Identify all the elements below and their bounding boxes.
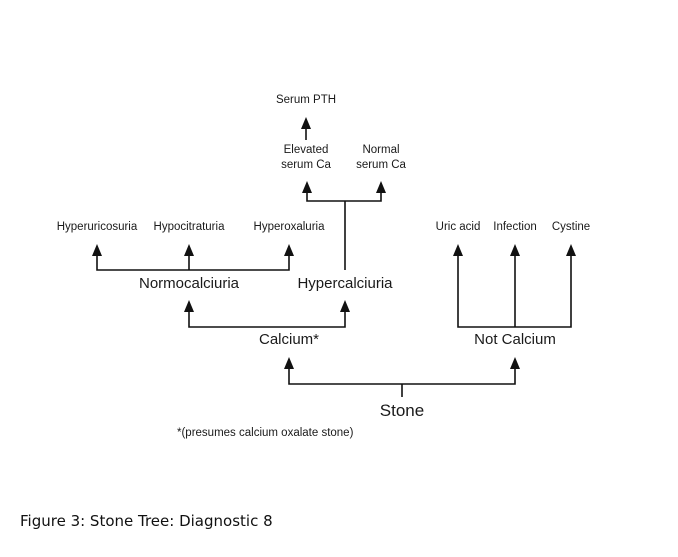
node-elevated-serum-ca-line1: Elevated — [283, 144, 329, 156]
node-cystine: Cystine — [551, 221, 591, 233]
edge-normocalciuria-branch — [92, 244, 294, 271]
node-infection: Infection — [493, 221, 537, 233]
node-elevated-serum-ca-line2: serum Ca — [281, 159, 331, 171]
node-normal-serum-ca: Normal serum Ca — [356, 143, 406, 173]
node-hypercalciuria: Hypercalciuria — [297, 275, 393, 292]
edge-calcium-branch — [184, 300, 350, 328]
node-not-calcium: Not Calcium — [474, 331, 556, 348]
node-hyperuricosuria: Hyperuricosuria — [56, 221, 138, 233]
edge-hypercalciuria-branch — [302, 181, 386, 270]
node-normal-serum-ca-line2: serum Ca — [356, 159, 406, 171]
node-hyperoxaluria: Hyperoxaluria — [253, 221, 325, 233]
node-serum-pth: Serum PTH — [275, 94, 337, 106]
footnote: *(presumes calcium oxalate stone) — [177, 427, 354, 439]
edge-stone-branch — [284, 357, 520, 397]
node-elevated-serum-ca: Elevated serum Ca — [281, 143, 331, 173]
figure-caption: Figure 3: Stone Tree: Diagnostic 8 — [20, 512, 273, 530]
node-stone: Stone — [379, 401, 425, 420]
edge-not-calcium-branch — [453, 244, 576, 328]
edge-elevated-to-pth — [301, 117, 311, 140]
node-hypocitraturia: Hypocitraturia — [153, 221, 225, 233]
node-normocalciuria: Normocalciuria — [138, 275, 240, 292]
node-uric-acid: Uric acid — [435, 221, 481, 233]
node-calcium: Calcium* — [258, 331, 320, 348]
node-normal-serum-ca-line1: Normal — [362, 144, 400, 156]
